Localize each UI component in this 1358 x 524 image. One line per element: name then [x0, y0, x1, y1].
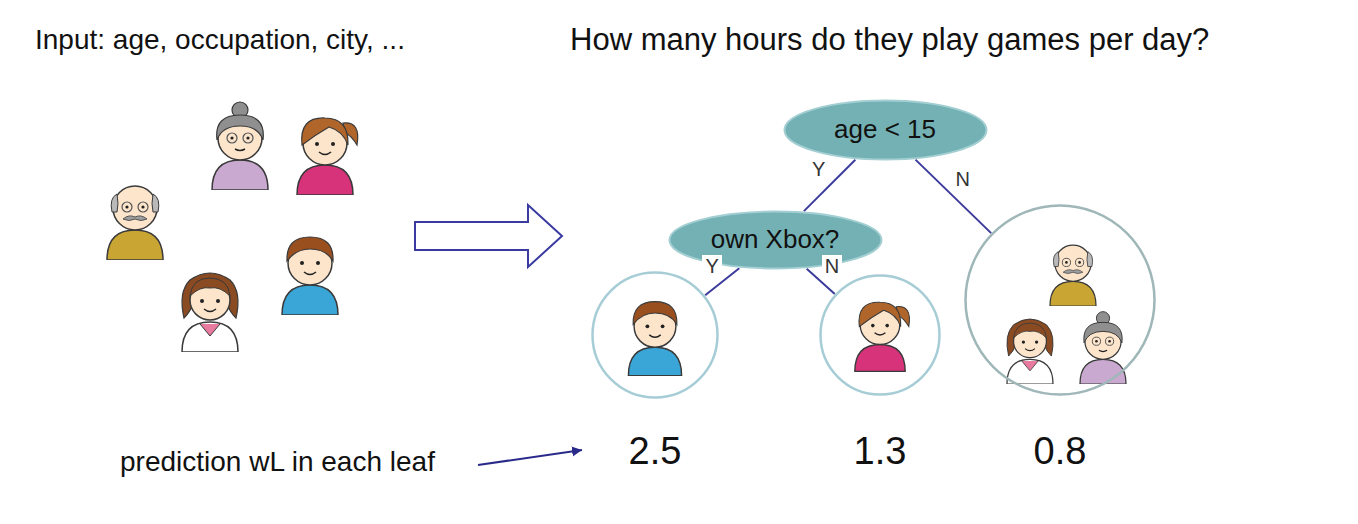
branch-label: N [953, 168, 973, 190]
node-shape [821, 276, 940, 395]
node-shape [593, 273, 718, 398]
branch-label: N [822, 255, 842, 277]
person-figure [1050, 245, 1096, 306]
leaf-value: 0.8 [1034, 430, 1087, 474]
question-heading: How many hours do they play games per da… [570, 22, 1209, 58]
decision-ellipse: own Xbox? [668, 210, 883, 270]
person-figure [182, 273, 238, 352]
node-shape [784, 101, 986, 160]
node-outline [591, 271, 719, 399]
person-figure [297, 118, 358, 195]
leaf-circle: 1.3 [819, 274, 941, 396]
leaf-value: 1.3 [854, 430, 907, 474]
person-figure [282, 237, 338, 315]
tree-branch [915, 160, 991, 234]
node-outline [819, 274, 941, 396]
node-shape [966, 206, 1155, 395]
person-figure [212, 102, 268, 190]
block-arrow [415, 205, 562, 267]
branch-label: Y [702, 255, 721, 277]
split-condition: age < 15 [834, 115, 936, 145]
decision-ellipse: age < 15 [783, 99, 988, 161]
leaf-circle: 0.8 [964, 204, 1156, 396]
leader-arrow [478, 450, 582, 465]
split-condition: own Xbox? [711, 225, 840, 255]
node-shape [669, 212, 881, 269]
input-note: Input: age, occupation, city, ... [35, 24, 405, 56]
leaf-circle: 2.5 [591, 271, 719, 399]
person-figure [107, 186, 163, 260]
node-outline [964, 204, 1156, 396]
person-figure [628, 302, 681, 376]
person-figure [855, 302, 910, 371]
prediction-note: prediction wL in each leaf [120, 446, 435, 478]
person-figure [1007, 319, 1053, 384]
branch-label: Y [809, 158, 828, 180]
leaf-value: 2.5 [629, 430, 682, 474]
